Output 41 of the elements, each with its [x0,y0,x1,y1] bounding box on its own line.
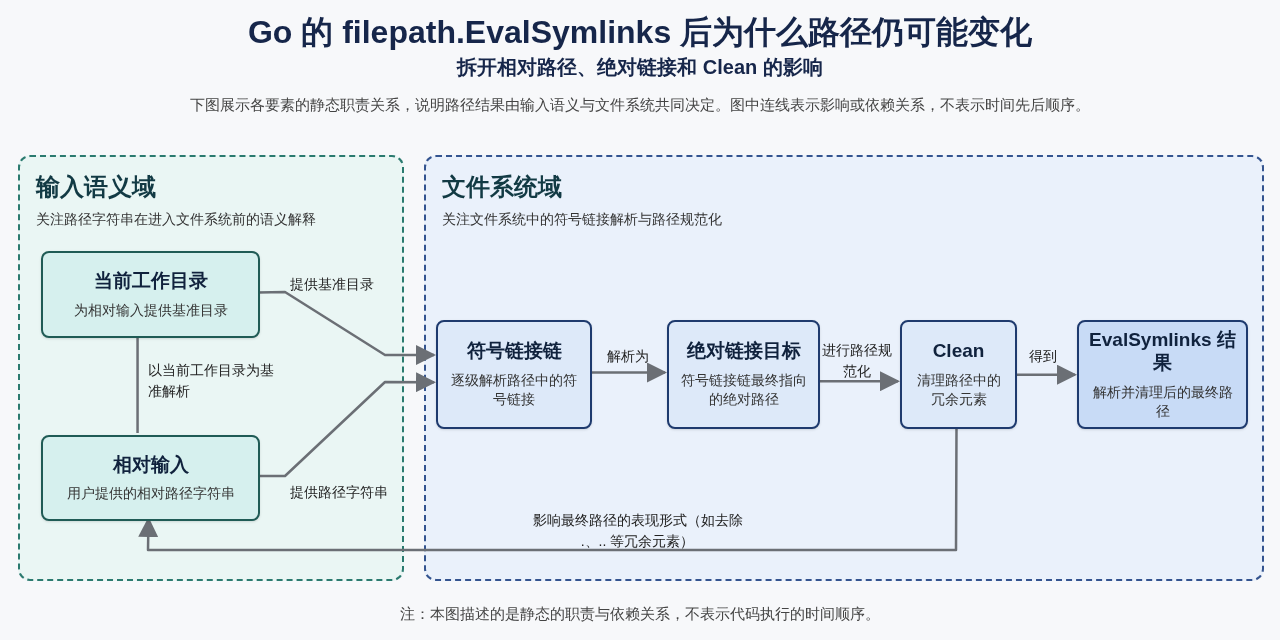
edge-label: 得到 [1028,347,1058,366]
subtitle: 拆开相对路径、绝对链接和 Clean 的影响 [455,55,824,80]
box-description: 符号链接链最终指向的绝对路径 [679,371,808,410]
connector-arrow [818,371,900,392]
process-box [1077,320,1248,429]
box-title: 绝对链接目标 [686,339,801,364]
domain-panel [424,155,1264,581]
edge-label: 以当前工作目录为基准解析 [148,361,275,401]
box-description: 用户提供的相对路径字符串 [66,484,235,504]
panel-title: 输入语义域 [36,172,156,202]
box-title: 符号链接链 [466,339,562,364]
process-box [41,435,260,521]
edge-label: 解析为 [606,347,650,366]
box-description: 解析并清理后的最终路径 [1091,383,1234,422]
description: 下图展示各要素的静态职责关系，说明路径结果由输入语义与文件系统共同决定。图中连线表示影响或依赖关系，不表示时间先后顺序。 [189,95,1091,115]
process-box [667,320,820,429]
connector-arrow [257,290,436,366]
panel-subtitle: 关注路径字符串在进入文件系统前的语义解释 [36,210,316,229]
box-title: 相对输入 [112,452,189,477]
title: Go 的 filepath.EvalSymlinks 后为什么路径仍可能变化 [246,13,1034,52]
box-title: EvalSymlinks 结果 [1088,327,1237,375]
box-description: 逐级解析路径中的符号链接 [450,371,578,410]
connector-arrow [258,372,436,478]
connector-arrow [138,427,958,552]
process-box [436,320,592,429]
box-title: Clean [932,339,985,364]
box-description: 清理路径中的冗余元素 [915,371,1002,410]
connector-arrow [590,362,667,383]
edge-label: 影响最终路径的表现形式（如去除 .、.. 等冗余元素） [531,511,744,551]
edge-label: 提供路径字符串 [290,483,389,502]
footnote: 注：本图描述的是静态的职责与依赖关系，不表示代码执行的时间顺序。 [399,604,881,624]
process-box [41,251,260,338]
panel-subtitle: 关注文件系统中的符号链接解析与路径规范化 [442,210,722,229]
connector-arrow [1015,364,1077,385]
box-title: 当前工作目录 [93,269,208,293]
process-box [900,320,1017,429]
box-description: 为相对输入提供基准目录 [73,300,228,320]
domain-panel [18,155,404,581]
edge-label: 提供基准目录 [290,275,375,294]
panel-title: 文件系统域 [442,172,562,202]
edge-label: 进行路径规范化 [822,341,892,381]
